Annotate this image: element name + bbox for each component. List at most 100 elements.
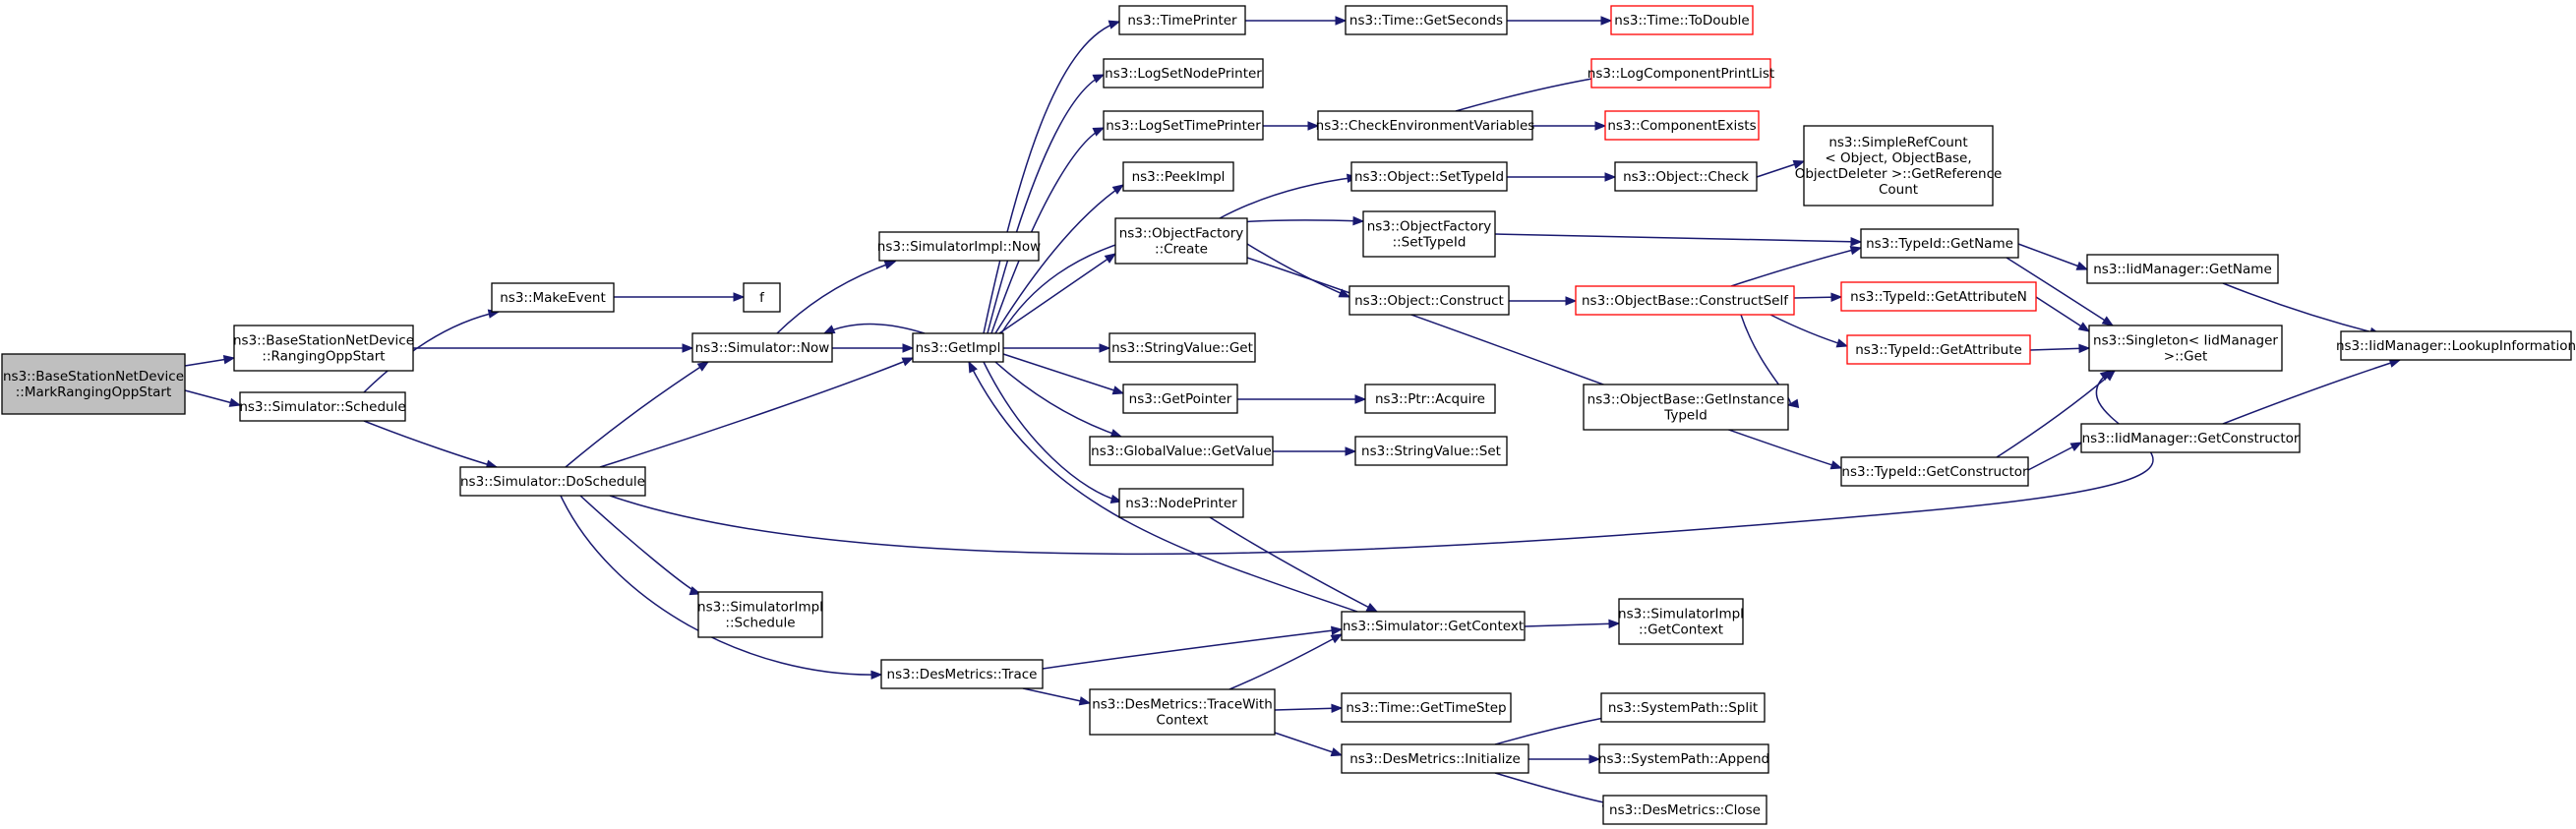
node-typeIdGetAttributeN[interactable]: ns3::TypeId::GetAttributeN (1840, 281, 2037, 312)
node-label: ns3::Time::GetSeconds (1349, 13, 1503, 29)
arrowhead (1330, 633, 1344, 644)
node-timeGetTimeStep[interactable]: ns3::Time::GetTimeStep (1341, 692, 1512, 723)
edge-ofCreate-to-objSetTypeId (1219, 173, 1359, 219)
node-objSetTypeId[interactable]: ns3::Object::SetTypeId (1350, 161, 1508, 192)
node-iidGetConstructor[interactable]: ns3::IidManager::GetConstructor (2080, 423, 2301, 453)
node-iidGetName[interactable]: ns3::IidManager::GetName (2086, 254, 2279, 284)
node-simImplGetContext[interactable]: ns3::SimulatorImpl::GetContext (1618, 598, 1744, 645)
node-box (1122, 384, 1238, 414)
edge-root-to-rangingOppStart (184, 354, 236, 367)
node-logSetTimePrinter[interactable]: ns3::LogSetTimePrinter (1103, 110, 1264, 141)
arrowhead (1588, 754, 1601, 764)
node-simpleRefCount[interactable]: ns3::SimpleRefCount< Object, ObjectBase,… (1795, 125, 2003, 207)
node-box (2340, 330, 2572, 361)
node-label: ns3::BaseStationNetDevice (3, 369, 184, 385)
node-typeIdGetName[interactable]: ns3::TypeId::GetName (1860, 228, 2019, 259)
node-desTrace[interactable]: ns3::DesMetrics::Trace (880, 659, 1044, 689)
node-getContext[interactable]: ns3::Simulator::GetContext (1341, 611, 1526, 641)
edge-line (1274, 707, 1343, 711)
node-stringValueSet[interactable]: ns3::StringValue::Set (1354, 436, 1508, 466)
node-ptrAcquire[interactable]: ns3::Ptr::Acquire (1364, 384, 1496, 414)
node-checkEnvVars[interactable]: ns3::CheckEnvironmentVariables (1316, 110, 1535, 141)
node-schedule[interactable]: ns3::Simulator::Schedule (239, 391, 406, 422)
arrowhead (1565, 296, 1578, 306)
node-box (1317, 110, 1533, 141)
arrowhead (2103, 370, 2117, 382)
node-typeIdGetConstructor[interactable]: ns3::TypeId::GetConstructor (1840, 456, 2029, 487)
node-ofCreate[interactable]: ns3::ObjectFactory::Create (1114, 217, 1248, 265)
node-label: ns3::Object::Construct (1354, 293, 1504, 309)
edge-line (2035, 296, 2090, 332)
node-label: ns3::StringValue::Get (1111, 340, 1253, 356)
node-label: ns3::DesMetrics::Trace (887, 667, 1038, 682)
node-desInitialize[interactable]: ns3::DesMetrics::Initialize (1341, 743, 1529, 774)
node-label: ns3::CheckEnvironmentVariables (1316, 118, 1535, 134)
node-f[interactable]: f (743, 282, 781, 313)
edge-checkEnvVars-to-logComponentPrintList (1455, 74, 1605, 112)
node-getPointer[interactable]: ns3::GetPointer (1122, 384, 1238, 414)
node-nodePrinter[interactable]: ns3::NodePrinter (1118, 488, 1244, 518)
node-label: ns3::Time::GetTimeStep (1346, 700, 1506, 716)
edge-line (994, 361, 1122, 438)
node-iidLookupInformation[interactable]: ns3::IidManager::LookupInformation (2336, 330, 2576, 361)
arrowhead (1092, 127, 1106, 137)
node-box (1341, 692, 1512, 723)
arrowhead (1338, 288, 1351, 298)
edge-checkEnvVars-to-componentExists (1532, 121, 1607, 131)
edge-line (968, 361, 1358, 613)
node-stringValueGet[interactable]: ns3::StringValue::Get (1108, 332, 1256, 363)
edge-getPointer-to-ptrAcquire (1237, 394, 1367, 404)
node-now[interactable]: ns3::Simulator::Now (691, 332, 833, 363)
node-label: ::Create (1155, 241, 1208, 257)
node-timePrinter[interactable]: ns3::TimePrinter (1118, 5, 1246, 35)
node-globalValueGet[interactable]: ns3::GlobalValue::GetValue (1089, 436, 1274, 466)
node-root[interactable]: ns3::BaseStationNetDevice::MarkRangingOp… (1, 353, 186, 415)
node-label: ns3::Object::SetTypeId (1354, 169, 1504, 185)
node-label: ns3::SystemPath::Split (1608, 700, 1758, 716)
node-typeIdGetAttribute[interactable]: ns3::TypeId::GetAttribute (1846, 334, 2031, 365)
node-timeGetSeconds[interactable]: ns3::Time::GetSeconds (1345, 5, 1508, 35)
arrowhead (1354, 394, 1367, 404)
node-singletonGet[interactable]: ns3::Singleton< IidManager>::Get (2088, 325, 2283, 372)
node-objBaseConstructSelf[interactable]: ns3::ObjectBase::ConstructSelf (1575, 285, 1795, 316)
node-box (1610, 5, 1754, 35)
node-sysPathSplit[interactable]: ns3::SystemPath::Split (1600, 692, 1766, 723)
node-box (1364, 384, 1496, 414)
node-box (1118, 488, 1244, 518)
arrowhead (901, 357, 915, 367)
node-simImplSchedule[interactable]: ns3::SimulatorImpl::Schedule (697, 591, 823, 638)
node-getImpl[interactable]: ns3::GetImpl (912, 332, 1004, 363)
node-peekImpl[interactable]: ns3::PeekImpl (1122, 161, 1234, 192)
arrowhead (1092, 74, 1106, 84)
node-timeToDouble[interactable]: ns3::Time::ToDouble (1610, 5, 1754, 35)
node-label: f (759, 290, 765, 306)
arrowhead (1849, 246, 1863, 256)
node-rangingOppStart[interactable]: ns3::BaseStationNetDevice::RangingOppSta… (233, 325, 414, 372)
arrowhead (1109, 494, 1123, 504)
edge-line (990, 127, 1105, 334)
node-logComponentPrintList[interactable]: ns3::LogComponentPrintList (1588, 58, 1774, 89)
node-logSetNodePrinter[interactable]: ns3::LogSetNodePrinter (1103, 58, 1264, 89)
edge-line (1494, 233, 1862, 243)
arrowhead (1365, 602, 1379, 613)
arrowhead (1330, 747, 1344, 757)
node-makeEvent[interactable]: ns3::MakeEvent (491, 282, 615, 313)
node-componentExists[interactable]: ns3::ComponentExists (1604, 110, 1760, 141)
node-box (1341, 743, 1529, 774)
edge-line (983, 361, 1122, 503)
node-sysPathAppend[interactable]: ns3::SystemPath::Append (1598, 743, 1769, 774)
node-objCheck[interactable]: ns3::Object::Check (1614, 161, 1758, 192)
node-box (912, 332, 1004, 363)
node-objConstruct[interactable]: ns3::Object::Construct (1348, 285, 1510, 316)
node-label: ::RangingOppStart (262, 348, 385, 364)
node-simImplNow[interactable]: ns3::SimulatorImpl::Now (877, 231, 1041, 262)
node-desClose[interactable]: ns3::DesMetrics::Close (1602, 795, 1767, 825)
arrowhead (1099, 343, 1111, 353)
edge-line (599, 357, 914, 468)
node-label: ::MarkRangingOppStart (16, 385, 172, 400)
edge-objConstruct-to-objBaseConstructSelf (1509, 296, 1578, 306)
node-ofSetTypeId[interactable]: ns3::ObjectFactory::SetTypeId (1362, 210, 1496, 258)
node-doSchedule[interactable]: ns3::Simulator::DoSchedule (459, 466, 646, 497)
